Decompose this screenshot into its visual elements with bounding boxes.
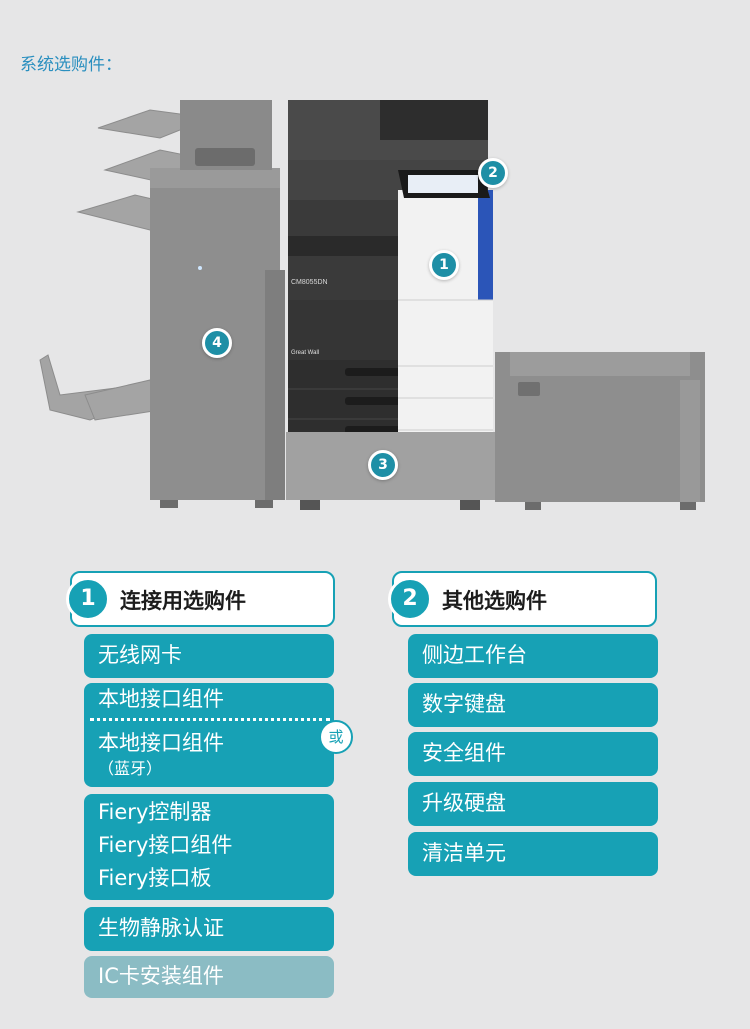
callout-4: 4 [202,328,232,358]
printer-illustration: CM8055DN Great Wall 1 2 3 4 [0,85,750,525]
option-label: Fiery接口板 [98,866,212,890]
section-number-2: 2 [388,577,432,621]
option-label: 安全组件 [422,741,506,765]
printer-side-panel [398,190,493,460]
option-vein-auth: 生物静脉认证 [84,907,334,951]
callout-3: 3 [368,450,398,480]
section-title: 其他选购件 [442,589,547,613]
option-label: 数字键盘 [422,692,506,716]
callout-2: 2 [478,158,508,188]
section-number-1: 1 [66,577,110,621]
option-numeric-keypad: 数字键盘 [408,683,658,727]
model-label: CM8055DN [291,279,328,286]
option-label: Fiery控制器 [98,800,212,824]
alternative-badge: 或 [319,720,353,754]
other-options-header: 2 其他选购件 [388,571,657,627]
option-side-table: 侧边工作台 [408,634,658,678]
option-label: 侧边工作台 [422,643,527,667]
option-label: 无线网卡 [98,643,182,667]
option-fiery-group: Fiery控制器 Fiery接口组件 Fiery接口板 [84,794,334,900]
option-label: IC卡安装组件 [98,964,224,988]
alternative-divider [90,718,330,721]
finisher-panel [195,148,255,166]
page-title: 系统选购件： [20,55,122,75]
option-label: 本地接口组件 [98,731,224,755]
connection-options-header: 1 连接用选购件 [66,571,335,627]
option-label: 本地接口组件 [98,687,224,711]
option-label: 清洁单元 [422,841,506,865]
brand-label: Great Wall [291,350,319,356]
document-feeder [380,100,488,140]
option-local-interface-group: 本地接口组件 本地接口组件 （蓝牙） [84,683,334,787]
option-label: 生物静脉认证 [98,916,224,940]
option-upgrade-hdd: 升级硬盘 [408,782,658,826]
section-title: 连接用选购件 [120,589,246,613]
option-sublabel: （蓝牙） [98,759,163,778]
option-label: 升级硬盘 [422,791,506,815]
option-ic-card: IC卡安装组件 [84,956,334,998]
callout-1: 1 [429,250,459,280]
option-wireless-card: 无线网卡 [84,634,334,678]
option-cleaning-unit: 清洁单元 [408,832,658,876]
option-security-kit: 安全组件 [408,732,658,776]
printer-svg: CM8055DN Great Wall [39,100,705,510]
large-capacity-tray [495,352,705,502]
option-label: Fiery接口组件 [98,833,233,857]
